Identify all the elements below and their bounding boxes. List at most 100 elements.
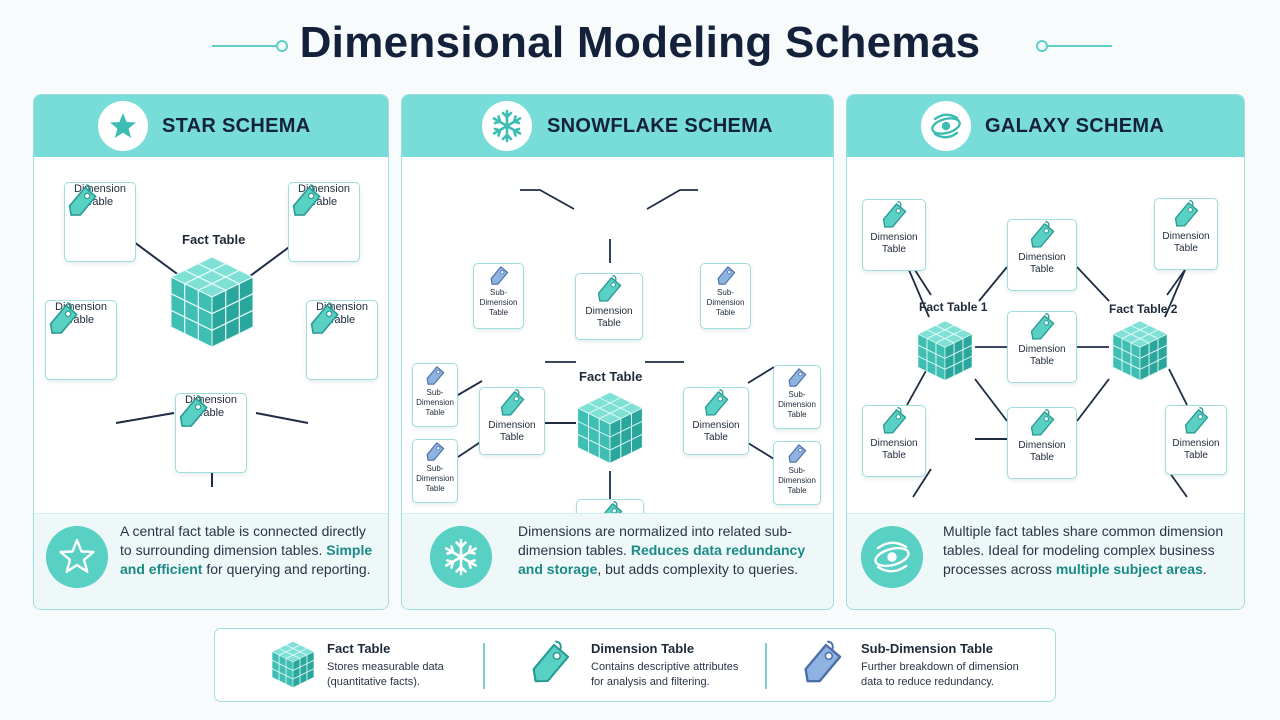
tag-icon xyxy=(1184,407,1209,434)
galaxy-shared-dimension-bottom: Dimension Table xyxy=(1007,407,1077,479)
snowflake-desc-highlight: Reduces data redundancy and storage xyxy=(518,542,806,577)
galaxy-description-text: Multiple fact tables share common dimens… xyxy=(943,522,1230,579)
galaxy-dimension-table-bottom-left: Dimension Table xyxy=(862,405,926,477)
small-tag-icon xyxy=(426,442,445,461)
galaxy-schema-header: GALAXY SCHEMA xyxy=(847,95,1244,157)
galaxy-desc-pre: Multiple fact tables share common dimens… xyxy=(943,523,1224,577)
snowflake-subdimension-right-upper: Sub-Dimension Table xyxy=(773,365,821,429)
cube-icon xyxy=(269,638,317,695)
star-desc-post: for querying and reporting. xyxy=(202,561,371,577)
galaxy-fact-label-2: Fact Table 2 xyxy=(1109,302,1178,316)
small-tag-icon xyxy=(490,266,508,285)
snowflake-icon xyxy=(430,526,492,588)
legend-fact-table: Fact Table Stores measurable data (quant… xyxy=(269,629,489,703)
snowflake-subdimension-right-lower: Sub-Dimension Table xyxy=(773,441,821,505)
galaxy-desc-post: . xyxy=(1202,561,1207,577)
dimension-label: Dimension Table xyxy=(488,420,536,443)
star-outline-icon xyxy=(46,526,108,588)
star-schema-header: STAR SCHEMA xyxy=(34,95,388,157)
star-schema-panel: STAR SCHEMA Fact Table xyxy=(33,94,389,610)
dimension-label: Dimension Table xyxy=(1018,440,1066,463)
dimension-label: Dimension Table xyxy=(1018,344,1066,367)
tag-icon xyxy=(500,389,525,416)
star-schema-description: A central fact table is connected direct… xyxy=(34,513,388,609)
tag-icon xyxy=(68,184,97,216)
dimension-label: Dimension Table xyxy=(1172,438,1220,461)
snowflake-schema-panel: SNOWFLAKE SCHEMA xyxy=(401,94,834,610)
star-desc-pre: A central fact table is connected direct… xyxy=(120,523,366,558)
tag-icon xyxy=(1030,221,1055,248)
tag-icon xyxy=(882,407,907,434)
legend-fact-title: Fact Table xyxy=(327,641,391,656)
tag-icon xyxy=(527,639,573,694)
tag-icon xyxy=(1174,200,1199,227)
title-decoration-lines xyxy=(212,40,1112,52)
galaxy-dimension-table-top-right: Dimension Table xyxy=(1154,198,1218,270)
snowflake-fact-label: Fact Table xyxy=(579,369,643,384)
galaxy-dimension-table-bottom-right: Dimension Table xyxy=(1165,405,1227,475)
tag-icon xyxy=(292,184,321,216)
snowflake-schema-title: SNOWFLAKE SCHEMA xyxy=(547,115,773,137)
subdimension-label: Sub-Dimension Table xyxy=(778,466,816,495)
subdimension-label: Sub-Dimension Table xyxy=(479,288,518,317)
galaxy-desc-highlight: multiple subject areas xyxy=(1055,561,1203,577)
snowflake-dimension-table-top: Dimension Table xyxy=(575,273,643,340)
subdimension-label: Sub-Dimension Table xyxy=(416,464,454,493)
legend-dimension-table: Dimension Table Contains descriptive att… xyxy=(527,629,757,703)
legend-subdimension-table: Sub-Dimension Table Further breakdown of… xyxy=(799,629,1049,703)
galaxy-schema-description: Multiple fact tables share common dimens… xyxy=(847,513,1244,609)
snowflake-desc-pre: Dimensions are normalized into related s… xyxy=(518,523,792,558)
star-schema-diagram: Fact Table Dimension Table xyxy=(34,157,388,515)
star-fact-label: Fact Table xyxy=(182,232,246,247)
tag-icon xyxy=(882,201,907,228)
galaxy-icon xyxy=(861,526,923,588)
dimension-label: Dimension Table xyxy=(1018,252,1066,275)
tag-icon xyxy=(179,395,208,427)
tag-icon xyxy=(49,302,78,334)
snowflake-subdimension-top-right: Sub-Dimension Table xyxy=(700,263,751,329)
star-dimension-table-left: Dimension Table xyxy=(45,300,117,380)
subdimension-label: Sub-Dimension Table xyxy=(416,388,454,417)
small-tag-icon xyxy=(717,266,735,285)
dimension-label: Dimension Table xyxy=(870,232,918,255)
legend-divider xyxy=(483,643,485,689)
small-tag-icon xyxy=(799,639,845,694)
snowflake-dimension-table-right: Dimension Table xyxy=(683,387,749,455)
dimension-label: Dimension Table xyxy=(870,438,918,461)
galaxy-dimension-table-top-left: Dimension Table xyxy=(862,199,926,271)
legend-subdimension-title: Sub-Dimension Table xyxy=(861,641,993,656)
subdimension-label: Sub-Dimension Table xyxy=(778,390,816,419)
tag-icon xyxy=(310,302,339,334)
star-dimension-table-top-left: Dimension Table xyxy=(64,182,136,262)
star-dimension-table-top-right: Dimension Table xyxy=(288,182,360,262)
small-tag-icon xyxy=(426,366,445,385)
subdimension-label: Sub-Dimension Table xyxy=(706,288,745,317)
star-dimension-table-right: Dimension Table xyxy=(306,300,378,380)
galaxy-fact-label-1: Fact Table 1 xyxy=(919,300,988,314)
small-tag-icon xyxy=(788,368,807,387)
galaxy-schema-title: GALAXY SCHEMA xyxy=(985,115,1165,137)
tag-icon xyxy=(597,275,622,302)
dimension-label: Dimension Table xyxy=(1162,231,1210,254)
snowflake-subdimension-top-left: Sub-Dimension Table xyxy=(473,263,524,329)
dimension-label: Dimension Table xyxy=(692,420,740,443)
star-description-text: A central fact table is connected direct… xyxy=(120,522,374,579)
galaxy-fact-cube-1 xyxy=(914,317,976,388)
snowflake-description-text: Dimensions are normalized into related s… xyxy=(518,522,819,579)
galaxy-links xyxy=(906,266,1188,422)
page-title: Dimensional Modeling Schemas xyxy=(299,18,981,67)
star-schema-title: STAR SCHEMA xyxy=(162,115,311,137)
legend: Fact Table Stores measurable data (quant… xyxy=(214,628,1056,702)
star-dimension-table-bottom: Dimension Table xyxy=(175,393,247,473)
title-area: Dimensional Modeling Schemas xyxy=(0,14,1280,80)
snowflake-dimension-table-left: Dimension Table xyxy=(479,387,545,455)
small-tag-icon xyxy=(788,444,807,463)
dimension-label: Dimension Table xyxy=(585,306,633,329)
legend-divider xyxy=(765,643,767,689)
tag-icon xyxy=(704,389,729,416)
star-desc-highlight: Simple and efficient xyxy=(120,542,373,577)
legend-dimension-title: Dimension Table xyxy=(591,641,695,656)
legend-fact-desc: Stores measurable data (quantitative fac… xyxy=(327,661,444,688)
snowflake-subdimension-left-lower: Sub-Dimension Table xyxy=(412,439,458,503)
tag-icon xyxy=(1030,409,1055,436)
